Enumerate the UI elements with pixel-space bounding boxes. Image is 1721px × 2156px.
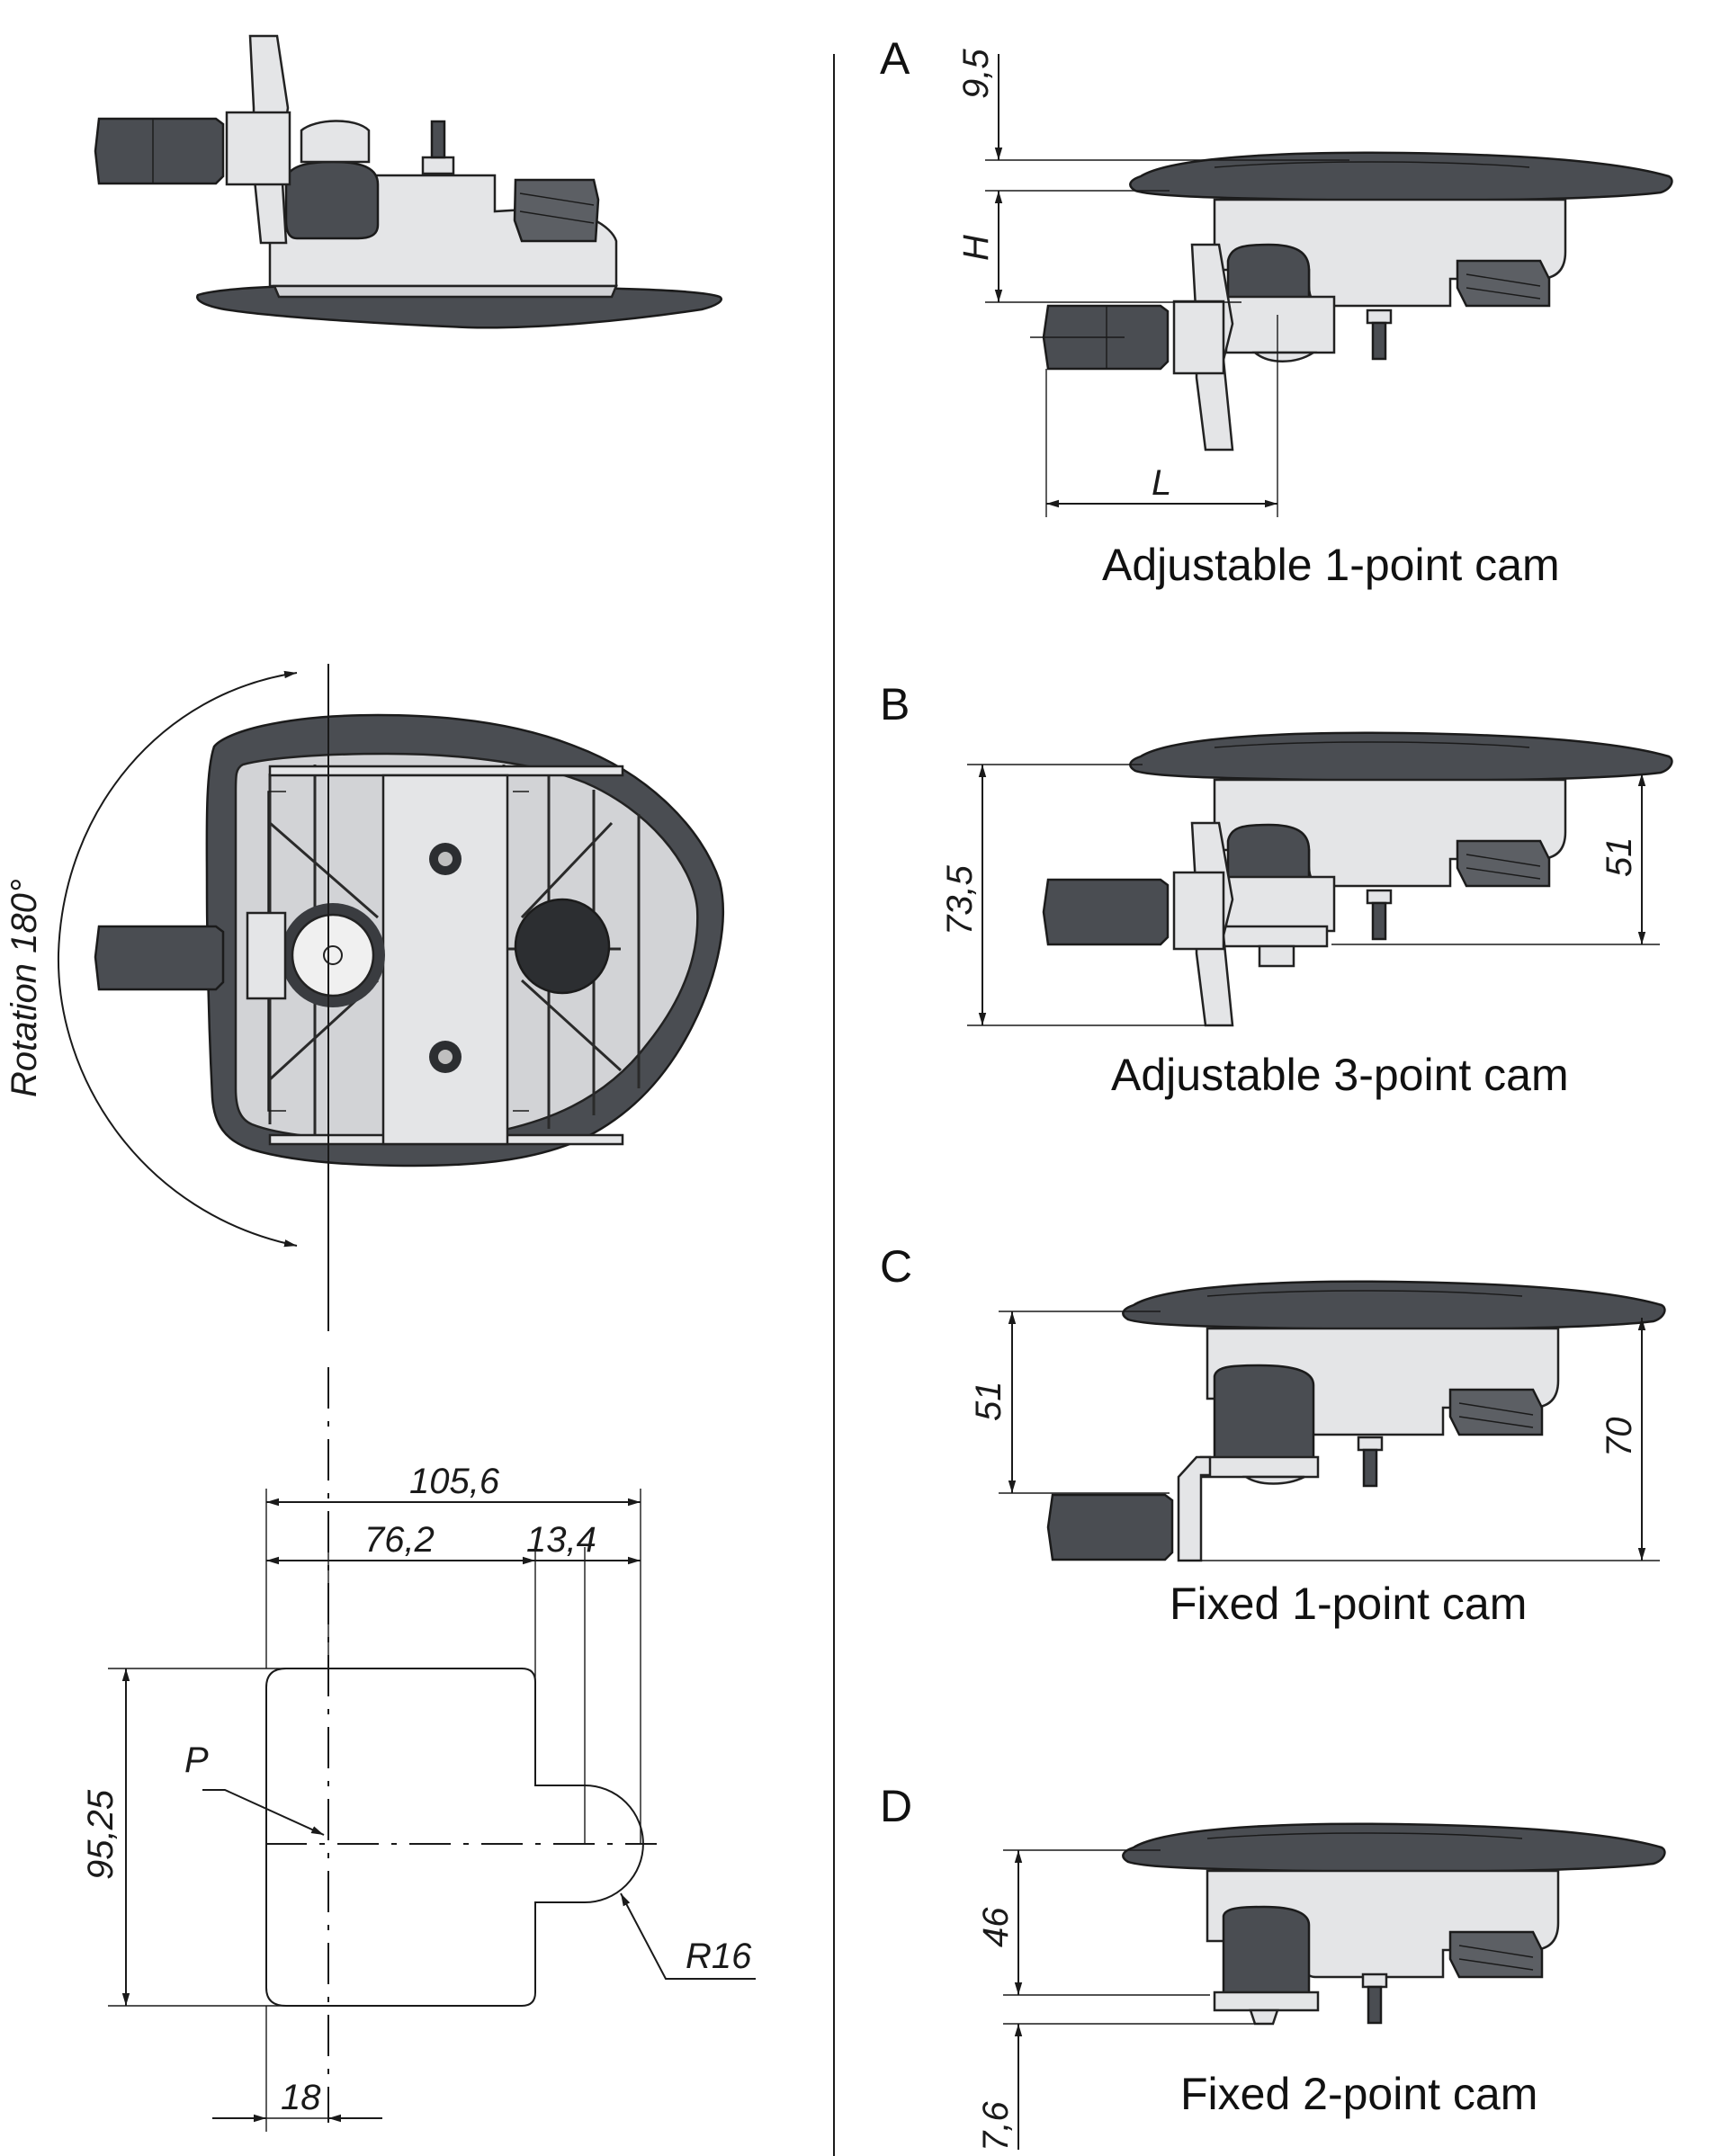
variant-c: C 51 70 Fixed 1-point cam: [880, 1241, 1666, 1629]
rotation-arc: [57, 670, 298, 1248]
dim-width-slot: 13,4: [526, 1520, 596, 1560]
cutout-outline: [265, 1668, 644, 2007]
variant-c-letter: C: [880, 1241, 912, 1292]
variant-b: B 73,5 51 Adjustable 3-point cam: [880, 679, 1673, 1100]
radius-label: R16: [686, 1937, 752, 1976]
dim-width-total: 105,6: [409, 1462, 500, 1501]
dim-height: 95,25: [81, 1789, 121, 1880]
dim-d-46: 46: [976, 1907, 1016, 1947]
side-view-top-left: [94, 34, 722, 329]
front-view: Rotation 180°: [4, 664, 724, 1331]
variant-a-caption: Adjustable 1-point cam: [1102, 540, 1560, 590]
point-label: P: [184, 1740, 209, 1780]
variant-b-caption: Adjustable 3-point cam: [1111, 1050, 1569, 1100]
variant-d-letter: D: [880, 1781, 912, 1831]
dim-d-7-6: 7,6: [976, 2101, 1016, 2152]
panel-cutout: 105,6 76,2 13,4 95,25 18 P R16: [81, 1367, 756, 2132]
variant-c-caption: Fixed 1-point cam: [1170, 1579, 1527, 1629]
dim-offset: 18: [281, 2078, 321, 2117]
dim-c-51: 51: [969, 1382, 1008, 1422]
variant-a: A 9,5 H L Adjustable 1-point cam: [880, 33, 1673, 590]
dim-b-51: 51: [1600, 837, 1639, 878]
rotation-label: Rotation 180°: [4, 879, 44, 1097]
variant-d: D 46 7,6 Fixed 2-point cam: [880, 1781, 1666, 2152]
dim-width-center: 76,2: [364, 1520, 435, 1560]
variant-a-letter: A: [880, 33, 910, 84]
dim-a-9-5: 9,5: [956, 49, 996, 99]
dim-b-73-5: 73,5: [940, 864, 980, 935]
dim-a-h: H: [956, 235, 996, 261]
variant-b-letter: B: [880, 679, 910, 729]
variant-d-caption: Fixed 2-point cam: [1180, 2069, 1537, 2119]
dim-c-70: 70: [1600, 1418, 1639, 1458]
dim-a-l: L: [1152, 463, 1171, 503]
